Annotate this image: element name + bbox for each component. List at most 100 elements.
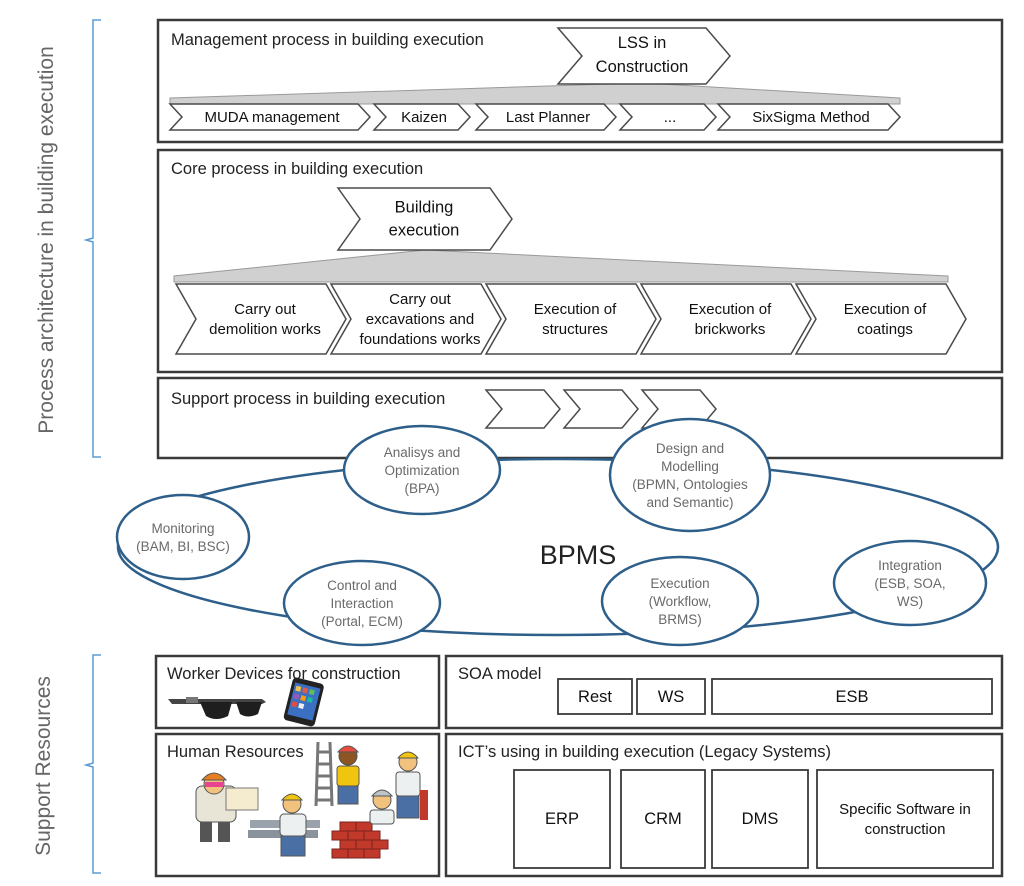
bpms-label: BPMS (540, 540, 617, 570)
human-resources-title: Human Resources (167, 743, 304, 761)
bpms-node-label: WS) (897, 594, 923, 609)
core-item-label: Carry out (234, 301, 297, 318)
soa-model-title: SOA model (458, 665, 541, 683)
support-chevron (562, 389, 639, 429)
bpms-node-label: (BPA) (404, 481, 439, 496)
ict-item-box (513, 769, 611, 869)
building-execution-chevron (336, 187, 513, 251)
bpms-node-ellipse (115, 493, 251, 581)
ict-legacy-title: ICT’s using in building execution (Legac… (458, 743, 831, 761)
carpenter-worker-icon (336, 745, 360, 805)
core-item-label: demolition works (209, 321, 321, 338)
core-item-chevron (639, 283, 812, 355)
bpms-node-monitoring: Monitoring(BAM, BI, BSC) (115, 493, 251, 581)
core-item-label: Carry out (389, 291, 452, 308)
support-resources-bracket (83, 654, 101, 874)
core-item: Execution of structures (484, 283, 657, 355)
support-chevrons (484, 389, 717, 429)
core-item-chevron (794, 283, 967, 355)
smart-glasses-icon (168, 697, 266, 719)
soa-item-label: ESB (835, 688, 868, 706)
management-item-label: MUDA management (204, 109, 340, 126)
ict-item: CRM (620, 769, 706, 869)
management-item: Last Planner (474, 103, 618, 131)
ict-item-label: Specific Software in (839, 801, 971, 818)
bpms-node-label: Control and (327, 578, 397, 593)
management-item: ... (618, 103, 718, 131)
management-items: MUDA management Kaizen Last Planner... SixS… (168, 103, 902, 131)
construction-workers-illustration (195, 741, 428, 859)
management-item: Kaizen (372, 103, 472, 131)
bpms-node-label: Optimization (384, 463, 459, 478)
lss-construction-label: LSS in (618, 34, 667, 52)
process-architecture-bracket (83, 19, 101, 458)
bpms-node-ellipse (342, 424, 502, 516)
bpms-node-label: Design and (656, 441, 724, 456)
core-item: Carry out demolition works (174, 283, 347, 355)
management-item-chevron (372, 103, 472, 131)
support-process-section: Support process in building execution (156, 376, 1004, 460)
bpms-node-label: (BAM, BI, BSC) (136, 539, 230, 554)
management-item: SixSigma Method (716, 103, 902, 131)
building-execution-label: Building (395, 199, 454, 217)
management-item-label: ... (664, 109, 677, 126)
soa-item: WS (636, 678, 706, 715)
core-process-title: Core process in building execution (171, 160, 423, 178)
ict-item: DMS (711, 769, 809, 869)
core-item-chevron (329, 283, 502, 355)
management-item: MUDA management (168, 103, 372, 131)
bpms-nodes: Monitoring(BAM, BI, BSC)Analisys andOpti… (115, 417, 988, 647)
soa-item: Rest (557, 678, 633, 715)
soa-item-label: Rest (578, 688, 612, 706)
support-process-title: Support process in building execution (171, 390, 445, 408)
ict-item-box (816, 769, 994, 869)
bpms-node-label: Integration (878, 558, 942, 573)
soa-item-box (711, 678, 993, 715)
management-item-label: Last Planner (506, 109, 590, 126)
bpms-node-label: (Workflow, (649, 594, 712, 609)
soa-item-box (557, 678, 633, 715)
core-items: Carry out demolition works Carry out excava… (174, 283, 967, 355)
support-chevron (484, 389, 561, 429)
core-item-label: excavations and (366, 311, 474, 328)
bpms-node-label: Interaction (330, 596, 393, 611)
bpms-node-label: (ESB, SOA, (874, 576, 945, 591)
core-item-label: foundations works (360, 331, 481, 348)
engineer-worker-icon (195, 772, 259, 842)
smartphone-icon (283, 677, 324, 727)
soa-items: Rest WS ESB (557, 678, 993, 715)
bpms-node-integration: Integration (ESB, SOA, WS) (832, 539, 988, 627)
process-architecture-label: Process architecture in building executi… (35, 46, 58, 434)
core-process-section: Core process in building execution Build… (156, 148, 1004, 374)
bpms-node-label: Execution (650, 576, 709, 591)
management-process-title: Management process in building execution (171, 31, 484, 49)
core-item-label: Execution of (534, 301, 617, 318)
lss-construction-chevron (556, 27, 731, 85)
management-item-label: Kaizen (401, 109, 447, 126)
lss-construction-label: Construction (596, 58, 689, 76)
soa-item-label: WS (658, 688, 685, 706)
core-item-label: brickworks (695, 321, 766, 338)
bpms-node-ellipse (600, 555, 760, 647)
bpms-cycle: BPMS Monitoring(BAM, BI, BSC)Analisys an… (115, 417, 1000, 647)
bpms-node-label: (BPMN, Ontologies (632, 477, 748, 492)
soa-item-box (636, 678, 706, 715)
ict-item-label: ERP (545, 810, 579, 828)
management-item-label: SixSigma Method (752, 109, 870, 126)
bpms-node-ellipse (282, 559, 442, 647)
jackhammer-worker-icon (395, 751, 428, 820)
management-item-chevron (716, 103, 902, 131)
ict-item-label: CRM (644, 810, 682, 828)
bpms-node-label: Modelling (661, 459, 719, 474)
bpms-node-ellipse (832, 539, 988, 627)
core-item-label: structures (542, 321, 608, 338)
management-item-chevron (474, 103, 618, 131)
management-process-section: Management process in building execution… (156, 18, 1004, 144)
core-item-chevron (174, 283, 347, 355)
